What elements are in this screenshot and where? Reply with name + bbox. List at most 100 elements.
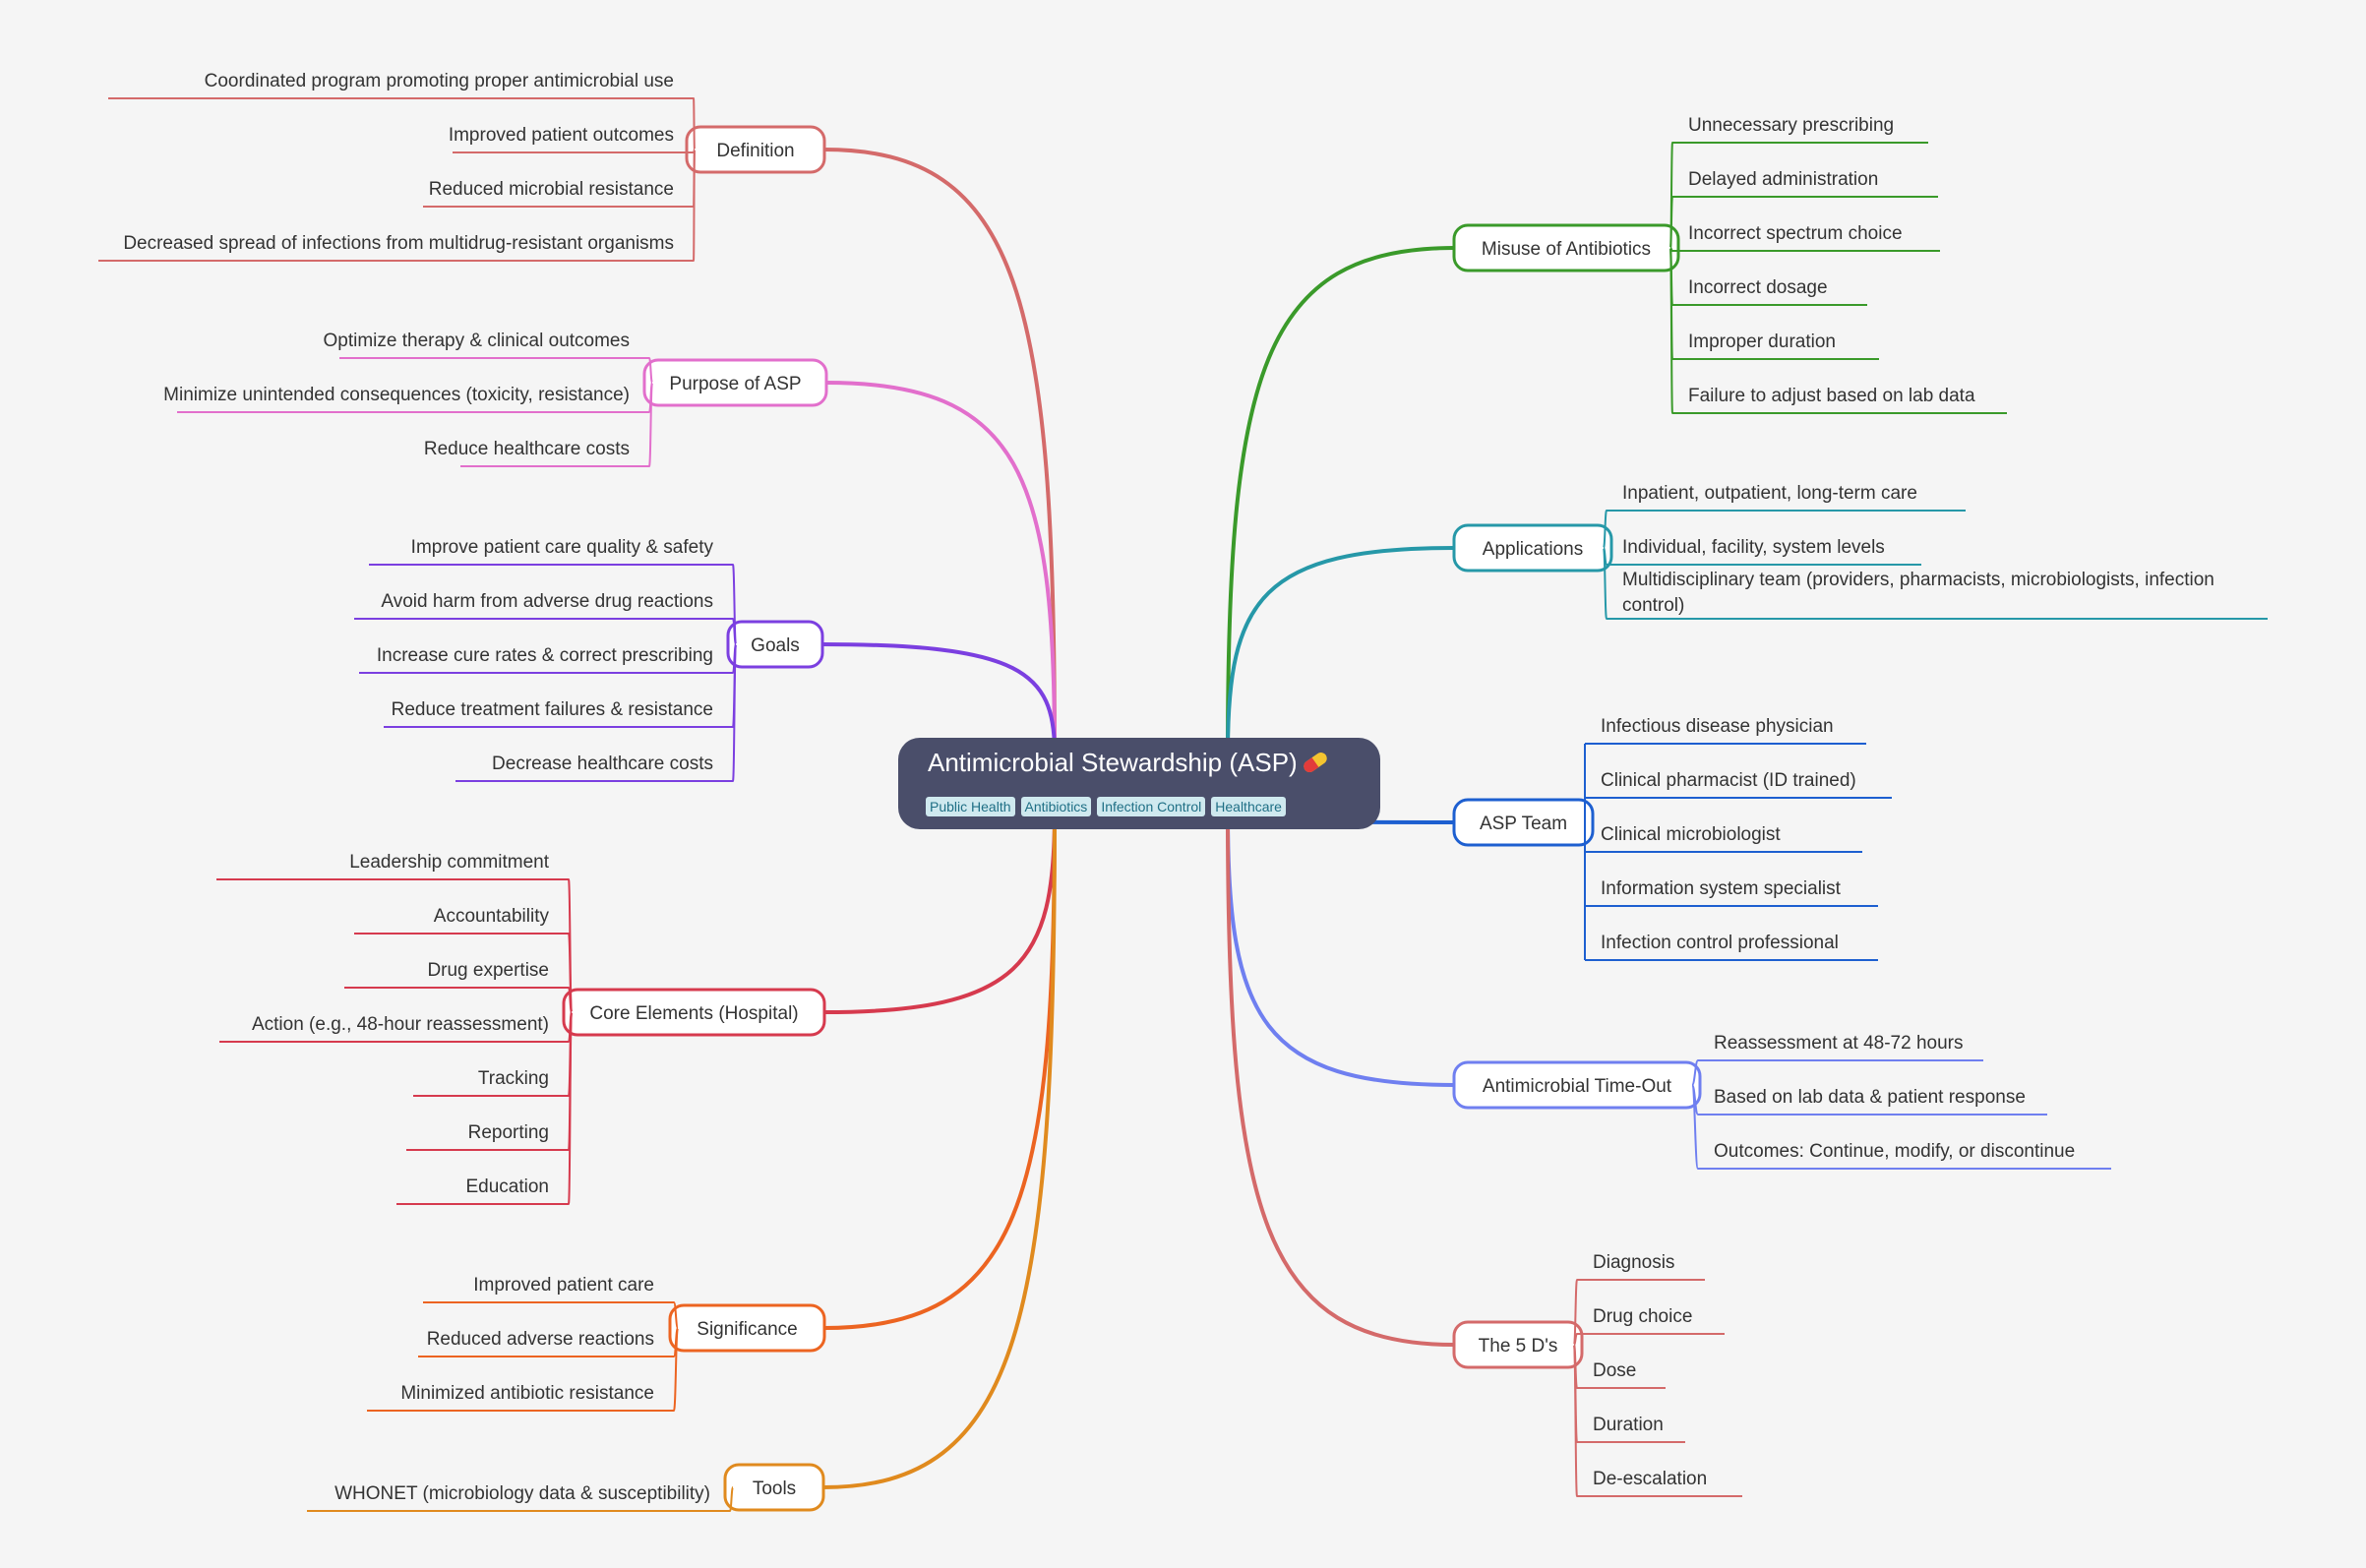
branch-label-purpose-of-asp: Purpose of ASP — [669, 374, 801, 394]
leaf-item[interactable]: De-escalation — [1573, 1344, 1742, 1497]
connector-significance — [823, 814, 1057, 1330]
leaf-item[interactable]: Failure to adjust based on lab data — [1669, 247, 2007, 414]
branch-node-definition[interactable]: Definition — [685, 125, 826, 174]
leaf-label: Clinical microbiologist — [1601, 824, 1781, 845]
branch-label-definition: Definition — [716, 141, 794, 161]
leaf-item[interactable]: Clinical pharmacist (ID trained) — [1584, 770, 1892, 822]
leaf-label: Infectious disease physician — [1601, 716, 1834, 737]
leaf-item[interactable]: Decreased spread of infections from mult… — [98, 149, 696, 262]
leaf-label: Inpatient, outpatient, long-term care — [1622, 483, 1917, 504]
leaf-item[interactable]: Reduced adverse reactions — [418, 1327, 679, 1357]
leaf-item[interactable]: Dose — [1573, 1344, 1666, 1389]
leaf-item[interactable]: Individual, facility, system levels — [1603, 537, 1921, 566]
leaf-label: Reduce treatment failures & resistance — [392, 699, 713, 720]
leaf-item[interactable]: Incorrect dosage — [1669, 247, 1867, 306]
leaf-label: Incorrect dosage — [1688, 277, 1828, 298]
leaf-label: Education — [465, 1176, 549, 1197]
leaf-label: Coordinated program promoting proper ant… — [205, 71, 674, 91]
connector-purpose-of-asp — [825, 381, 1057, 754]
branch-connectors — [821, 148, 1455, 1489]
branch-node-purpose-of-asp[interactable]: Purpose of ASP — [642, 358, 828, 407]
tag-infection-control[interactable]: Infection Control — [1097, 797, 1206, 816]
leaf-item[interactable]: Optimize therapy & clinical outcomes — [323, 331, 653, 384]
leaf-item[interactable]: Clinical microbiologist — [1584, 822, 1862, 853]
leaf-item[interactable]: Decrease healthcare costs — [455, 643, 737, 782]
leaf-item[interactable]: Incorrect spectrum choice — [1669, 223, 1940, 252]
leaf-label: Decrease healthcare costs — [492, 754, 713, 774]
leaf-item[interactable]: Education — [396, 1011, 573, 1205]
leaf-label: Improved patient care — [473, 1275, 654, 1296]
leaf-item[interactable]: Reduced microbial resistance — [423, 149, 696, 208]
leaf-label: Increase cure rates & correct prescribin… — [377, 645, 713, 666]
leaf-item[interactable]: Duration — [1573, 1344, 1685, 1443]
connector-tools — [822, 814, 1057, 1489]
root-title: Antimicrobial Stewardship (ASP) — [928, 748, 1298, 777]
leaf-label: Reduce healthcare costs — [424, 439, 630, 459]
branch-node-core-elements-hospital[interactable]: Core Elements (Hospital) — [562, 988, 826, 1037]
leaf-label: Incorrect spectrum choice — [1688, 223, 1903, 244]
leaf-item[interactable]: Increase cure rates & correct prescribin… — [359, 643, 737, 674]
branch-node-antimicrobial-time-out[interactable]: Antimicrobial Time-Out — [1452, 1060, 1702, 1110]
leaf-label: De-escalation — [1593, 1469, 1707, 1489]
branch-node-significance[interactable]: Significance — [668, 1303, 826, 1353]
leaf-item[interactable]: Multidisciplinary team (providers, pharm… — [1603, 547, 2268, 620]
branch-label-misuse-of-antibiotics: Misuse of Antibiotics — [1482, 239, 1651, 260]
branch-label-applications: Applications — [1483, 539, 1583, 560]
leaf-label: Optimize therapy & clinical outcomes — [323, 331, 630, 351]
tag-healthcare[interactable]: Healthcare — [1211, 797, 1286, 816]
leaf-item[interactable]: Based on lab data & patient response — [1691, 1084, 2047, 1116]
pill-icon — [1304, 752, 1327, 773]
leaf-label: Reassessment at 48-72 hours — [1714, 1033, 1963, 1054]
leaf-label: Duration — [1593, 1415, 1664, 1435]
branch-node-goals[interactable]: Goals — [726, 620, 824, 669]
leaf-label: Based on lab data & patient response — [1714, 1087, 2026, 1108]
connector-misuse-of-antibiotics — [1226, 246, 1455, 754]
root-tags: Public Health Antibiotics Infection Cont… — [926, 797, 1286, 816]
tag-public-health[interactable]: Public Health — [926, 797, 1015, 816]
leaf-item[interactable]: Inpatient, outpatient, long-term care — [1603, 483, 1966, 549]
leaf-label: Reporting — [468, 1122, 549, 1143]
branch-label-tools: Tools — [753, 1478, 796, 1499]
branch-node-applications[interactable]: Applications — [1452, 523, 1613, 573]
connector-applications — [1226, 546, 1455, 754]
leaf-item[interactable]: Reduce healthcare costs — [424, 382, 653, 467]
leaf-item[interactable]: Minimized antibiotic resistance — [367, 1327, 679, 1412]
leaf-label: Dose — [1593, 1360, 1636, 1381]
leaf-item[interactable]: Action (e.g., 48-hour reassessment) — [219, 1011, 573, 1043]
leaf-label: Failure to adjust based on lab data — [1688, 386, 1975, 406]
branch-label-goals: Goals — [751, 635, 800, 656]
leaf-item[interactable]: Drug expertise — [344, 960, 573, 1013]
tag-antibiotics[interactable]: Antibiotics — [1020, 797, 1092, 816]
branch-label-asp-team: ASP Team — [1480, 814, 1567, 834]
leaf-label: Improve patient care quality & safety — [411, 537, 714, 558]
leaf-item[interactable]: Outcomes: Continue, modify, or discontin… — [1691, 1084, 2111, 1170]
leaf-label: Individual, facility, system levels — [1622, 537, 1885, 558]
leaf-item[interactable]: Improved patient outcomes — [449, 125, 696, 153]
leaf-item[interactable]: Coordinated program promoting proper ant… — [108, 71, 696, 151]
connector-goals — [821, 642, 1057, 754]
branch-label-antimicrobial-time-out: Antimicrobial Time-Out — [1483, 1076, 1672, 1097]
leaf-item[interactable]: Improved patient care — [423, 1275, 679, 1329]
leaf-label: Reduced adverse reactions — [427, 1329, 654, 1350]
leaf-item[interactable]: Improper duration — [1669, 247, 1879, 360]
leaf-item[interactable]: WHONET (microbiology data & susceptibili… — [307, 1483, 734, 1512]
leaf-label: Drug choice — [1593, 1306, 1692, 1327]
leaf-item[interactable]: Diagnosis — [1573, 1252, 1705, 1346]
leaf-item[interactable]: Infectious disease physician — [1584, 716, 1866, 822]
leaf-item[interactable]: Unnecessary prescribing — [1669, 115, 1928, 249]
leaf-item[interactable]: Drug choice — [1573, 1306, 1725, 1346]
branch-node-the-5-d-s[interactable]: The 5 D's — [1452, 1320, 1584, 1369]
leaf-item[interactable]: Improve patient care quality & safety — [369, 537, 737, 645]
branch-node-misuse-of-antibiotics[interactable]: Misuse of Antibiotics — [1452, 223, 1680, 272]
leaf-label: WHONET (microbiology data & susceptibili… — [334, 1483, 710, 1504]
branch-node-asp-team[interactable]: ASP Team — [1452, 798, 1595, 847]
leaf-item[interactable]: Accountability — [354, 906, 573, 1013]
leaf-item[interactable]: Avoid harm from adverse drug reactions — [354, 591, 737, 645]
leaf-label: Reduced microbial resistance — [429, 179, 674, 200]
leaf-item[interactable]: Delayed administration — [1669, 169, 1938, 249]
leaf-item[interactable]: Reassessment at 48-72 hours — [1691, 1033, 1983, 1086]
leaf-item[interactable]: Minimize unintended consequences (toxici… — [163, 382, 653, 413]
leaf-label: Delayed administration — [1688, 169, 1878, 190]
branch-node-tools[interactable]: Tools — [723, 1463, 825, 1512]
leaf-item[interactable]: Infection control professional — [1583, 822, 1878, 961]
